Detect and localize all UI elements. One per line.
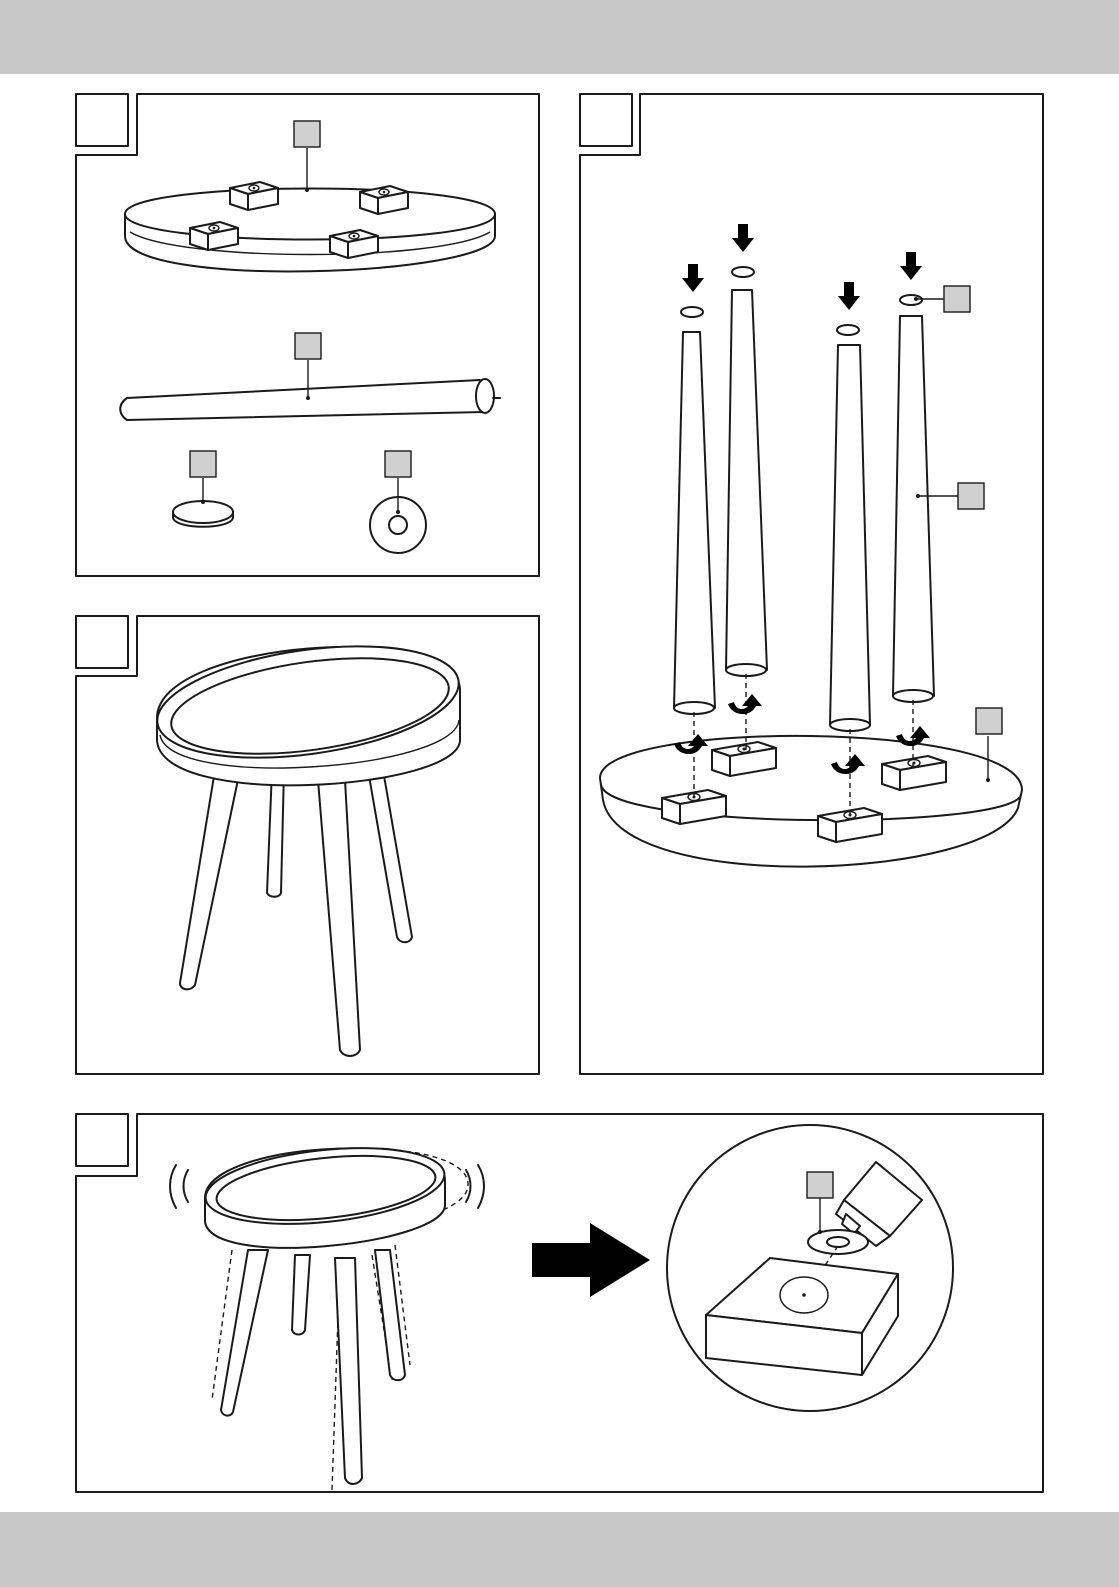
panel-assembly-legs — [580, 94, 1043, 1074]
table-top-upside-down — [600, 708, 1022, 867]
wobbling-table-drawing — [170, 1138, 484, 1490]
part-label-box — [958, 483, 984, 509]
part-label-box — [944, 286, 970, 312]
leg-2 — [726, 224, 767, 750]
table-top-part — [125, 121, 495, 271]
detail-circle — [667, 1125, 953, 1411]
mount-block — [190, 222, 238, 250]
part-label-box — [807, 1172, 833, 1198]
step-number-box — [76, 1114, 128, 1166]
arrow-right-icon — [532, 1223, 650, 1297]
part-label-box — [294, 121, 320, 147]
panel-assembled-table — [76, 616, 539, 1074]
mount-block — [330, 230, 378, 258]
part-label-box — [976, 708, 1002, 734]
part-label-box — [385, 451, 411, 477]
step-number-box — [76, 616, 128, 668]
mount-block — [230, 182, 278, 210]
rotate-clockwise-icon — [728, 694, 762, 714]
panel-parts-overview — [76, 94, 539, 576]
part-label-box — [295, 333, 321, 359]
washer-part — [370, 451, 426, 553]
step-number-box — [580, 94, 632, 146]
arrow-down-icon — [900, 252, 922, 280]
step-number-box — [76, 94, 128, 146]
arrow-down-icon — [682, 264, 704, 292]
assembled-table-drawing — [150, 629, 466, 1056]
arrow-down-icon — [732, 224, 754, 252]
leg-4 — [893, 252, 984, 770]
leg-1 — [674, 264, 715, 800]
felt-pad-part — [173, 451, 233, 527]
mount-block — [360, 186, 408, 214]
panel-wobble-fix — [76, 1114, 1043, 1492]
leg-part — [120, 333, 500, 420]
arrow-down-icon — [838, 282, 860, 310]
part-label-box — [190, 451, 216, 477]
